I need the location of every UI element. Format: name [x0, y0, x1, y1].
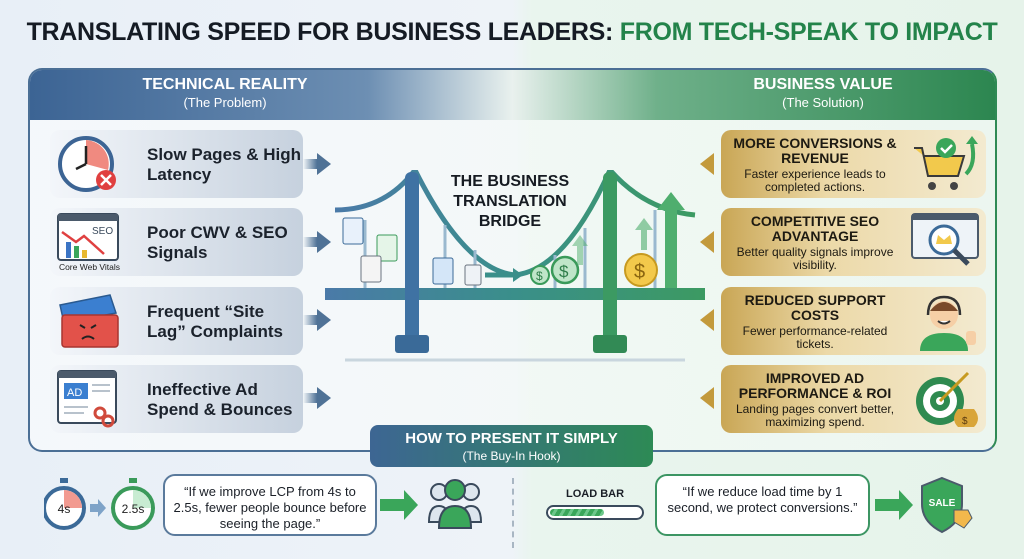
users-group-icon	[427, 479, 483, 529]
left-arrow-icon	[700, 153, 714, 175]
core-web-vitals-caption: Core Web Vitals	[58, 262, 121, 272]
svg-text:$: $	[962, 416, 968, 427]
sale-shield-icon: SALE	[921, 476, 973, 534]
seo-chart-icon: SEO	[57, 213, 119, 261]
svg-text:$: $	[536, 269, 543, 283]
bridge-title: THE BUSINESS TRANSLATION BRIDGE	[450, 173, 570, 230]
problem-label: Frequent “Site Lag” Complaints	[147, 302, 284, 341]
bridge-illustration: $ $ $	[325, 170, 705, 362]
problem-card: SEO Core Web Vitals Poor CWV & SEO Signa…	[50, 208, 303, 276]
business-value-header: BUSINESS VALUE (The Solution)	[673, 76, 973, 112]
shield-text: SALE	[929, 498, 956, 509]
load-bar	[546, 505, 644, 520]
right-arrow-icon	[303, 309, 331, 331]
solution-title: REDUCED SUPPORT COSTS	[744, 292, 886, 323]
ad-text: AD	[67, 387, 82, 399]
header-band	[30, 70, 995, 120]
clock-error-icon	[58, 136, 116, 192]
document-icon	[342, 217, 364, 245]
seo-text: SEO	[92, 226, 113, 237]
right-arrow-icon	[303, 231, 331, 253]
load-bar-fill	[550, 509, 604, 516]
happy-support-agent-icon	[920, 295, 976, 351]
how-subtitle: (The Buy-In Hook)	[462, 449, 561, 463]
target-money-icon: $	[916, 371, 978, 427]
solution-desc: Better quality signals improve visibilit…	[736, 245, 894, 272]
load-bar-label: LOAD BAR	[565, 488, 625, 500]
cart-check-icon	[914, 136, 978, 190]
solution-desc: Faster experience leads to completed act…	[744, 167, 886, 194]
divider	[512, 478, 514, 548]
arrow-icon	[90, 499, 106, 517]
stopwatch-fast-icon	[111, 478, 155, 530]
solution-title: IMPROVED AD PERFORMANCE & ROI	[738, 370, 892, 401]
header-subtitle: (The Solution)	[782, 95, 864, 110]
left-arrow-icon	[700, 309, 714, 331]
problem-card: AD Ineffective Ad Spend & Bounces	[50, 365, 303, 433]
header-title: BUSINESS VALUE	[753, 76, 893, 93]
solution-title: MORE CONVERSIONS & REVENUE	[733, 135, 897, 166]
speech-bubble-load-time: “If we reduce load time by 1 second, we …	[655, 474, 870, 536]
angry-ticket-icon	[59, 294, 119, 348]
title-part2: FROM TECH-SPEAK TO IMPACT	[619, 18, 998, 46]
solution-desc: Fewer performance-related tickets.	[742, 324, 888, 351]
green-arrow-icon	[380, 490, 418, 520]
right-arrow-icon	[303, 387, 331, 409]
header-title: TECHNICAL REALITY	[142, 76, 308, 93]
svg-text:$: $	[559, 262, 569, 281]
timer-after-text: 2.5s	[122, 502, 145, 516]
title-part1: TRANSLATING SPEED FOR BUSINESS LEADERS:	[26, 18, 614, 46]
solution-desc: Landing pages convert better, maximizing…	[735, 402, 895, 429]
svg-text:$: $	[634, 261, 645, 283]
problem-label: Ineffective Ad Spend & Bounces	[147, 380, 293, 419]
problem-card: Frequent “Site Lag” Complaints	[50, 287, 303, 355]
green-arrow-icon	[875, 490, 913, 520]
right-arrow-icon	[303, 153, 331, 175]
broken-ad-icon: AD	[57, 370, 117, 428]
technical-reality-header: TECHNICAL REALITY (The Problem)	[75, 76, 375, 112]
speech-bubble-lcp: “If we improve LCP from 4s to 2.5s, fewe…	[163, 474, 377, 536]
how-title: HOW TO PRESENT IT SIMPLY	[405, 430, 618, 447]
left-arrow-icon	[700, 231, 714, 253]
left-arrow-icon	[700, 387, 714, 409]
magnifier-crown-icon	[911, 213, 979, 266]
stopwatch-comparison: 4s 2.5s	[44, 478, 155, 530]
problem-label: Poor CWV & SEO Signals	[147, 223, 288, 262]
solution-title: COMPETITIVE SEO ADVANTAGE	[750, 213, 880, 244]
problem-card: Slow Pages & High Latency	[50, 130, 303, 198]
timer-before-text: 4s	[58, 502, 71, 516]
stopwatch-slow-icon	[44, 478, 86, 530]
header-subtitle: (The Problem)	[183, 95, 267, 110]
problem-label: Slow Pages & High Latency	[147, 145, 301, 184]
how-to-present-banner: HOW TO PRESENT IT SIMPLY (The Buy-In Hook…	[370, 425, 653, 467]
page-title: TRANSLATING SPEED FOR BUSINESS LEADERS: …	[0, 18, 1024, 47]
